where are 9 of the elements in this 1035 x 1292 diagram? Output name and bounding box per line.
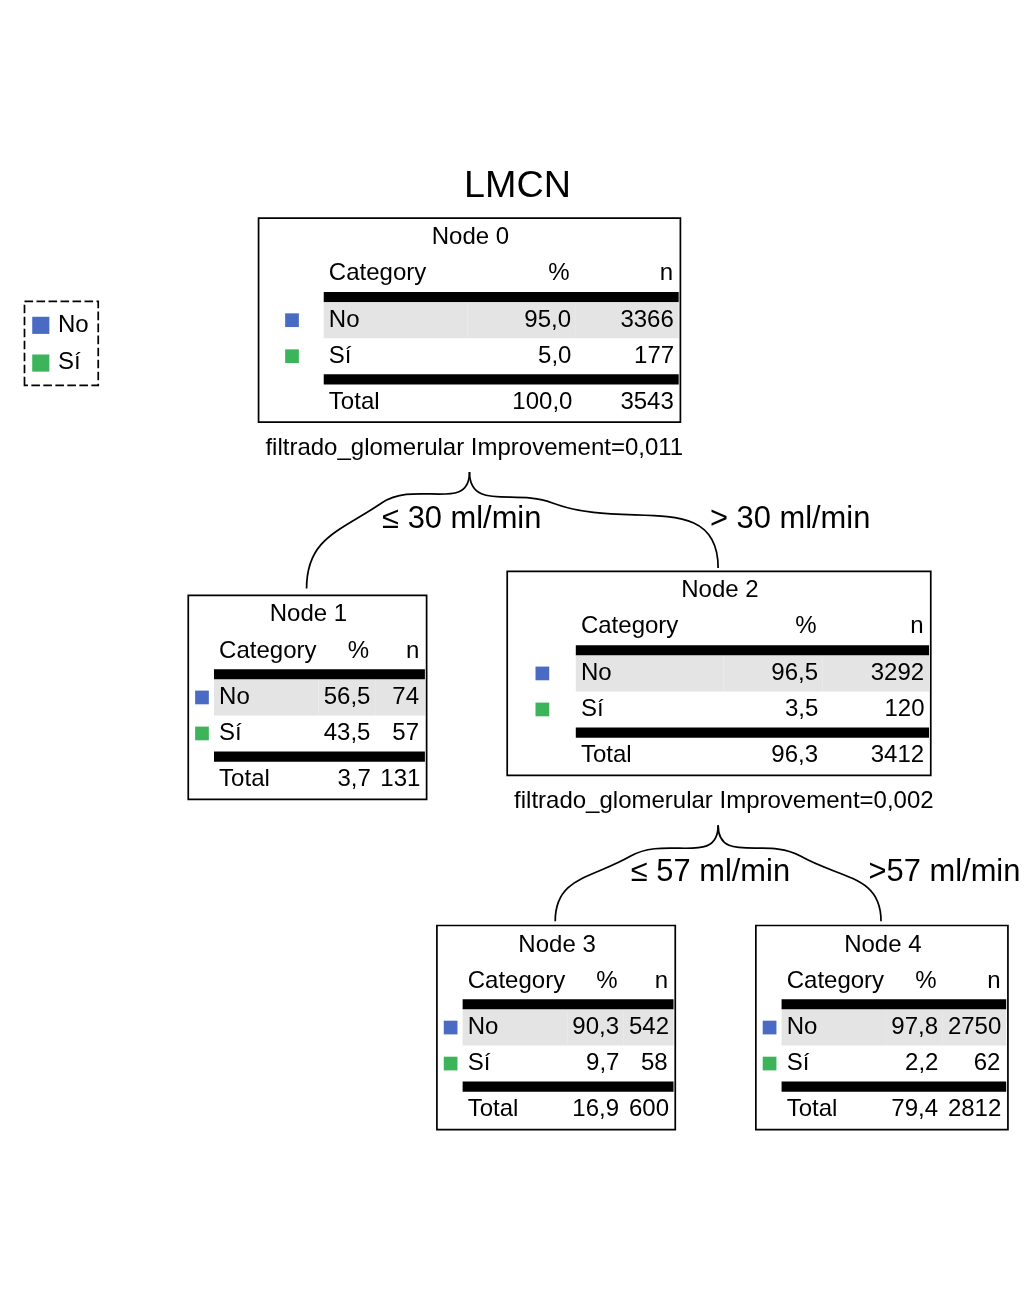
edge-label: ≤ 57 ml/min <box>630 852 791 888</box>
edge-label: >57 ml/min <box>868 852 1021 888</box>
node-label: filtrado_glomerular Improvement=0,011 <box>265 433 684 461</box>
edge-label: > 30 ml/min <box>709 499 871 535</box>
diagram-title: LMCN <box>464 162 571 205</box>
legend-label: No <box>57 309 89 337</box>
node-label: filtrado_glomerular Improvement=0,002 <box>514 786 934 814</box>
edge-label: ≤ 30 ml/min <box>382 499 542 535</box>
legend-label: Sí <box>57 347 81 375</box>
